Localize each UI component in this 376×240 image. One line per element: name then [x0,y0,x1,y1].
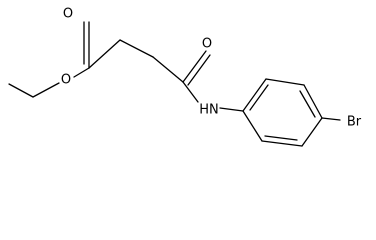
ring-bond-5 [261,140,303,147]
bond-amide-carbonyl-double-a [182,50,207,83]
bond-o-ester-carbon [73,67,90,78]
ring-bond-3 [303,84,323,119]
ring-bond-1 [242,78,267,112]
ring-bond-2 [265,78,305,86]
bond-amide-carbon-nh [182,81,199,103]
chemical-structure-diagram: O O O HN Br [8,7,362,147]
ring-bond-4 [301,117,323,147]
bond-nh-ring [219,107,244,112]
atom-label-o-carbonyl-ester: O [63,7,73,22]
atom-label-o-ether: O [61,73,71,88]
atom-label-br: Br [347,115,362,130]
bond-ring-br [321,117,341,121]
ring-inner-double-1 [249,84,269,111]
ring-bond-6 [242,110,263,142]
bond-ethyl-ch2-o [32,82,60,98]
bond-ester-carbon-ch2 [88,39,121,69]
ring-inner-double-2 [299,90,316,118]
bond-ch2-amide-carbon [152,56,184,83]
bond-ch2-ch2 [119,39,154,58]
atom-label-o-carbonyl-amide: O [202,37,212,52]
bond-ethyl-ch3-ch2 [8,83,34,98]
ring-inner-double-3 [264,135,298,141]
atom-label-nh: HN [199,103,219,118]
bond-amide-carbonyl-double-b [187,54,211,86]
